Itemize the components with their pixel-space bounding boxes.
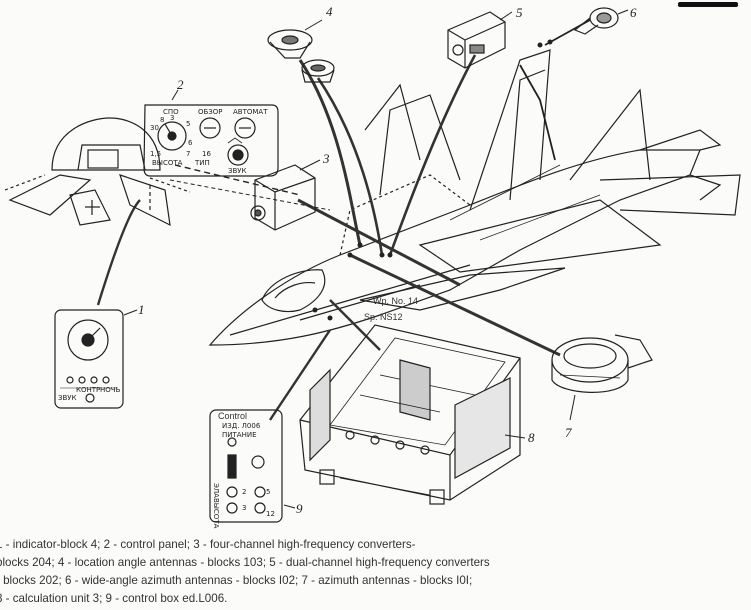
- azimuth-antenna: [551, 334, 653, 393]
- label-obzor: ОБЗОР: [198, 108, 223, 116]
- dual-channel-converter: [447, 11, 506, 69]
- mount-points: [312, 39, 553, 321]
- scale-7: 16: [202, 150, 211, 158]
- block1-labels: КОНТР НОЧЬ ЗВУК: [58, 386, 121, 402]
- annotation-wp: Wp. No. 14: [373, 296, 418, 306]
- box9-num-0: 2: [242, 488, 246, 496]
- label-avtomat: АВТОМАТ: [233, 108, 268, 116]
- scale-3: 5: [186, 120, 190, 128]
- box9-num-2: 5: [266, 488, 270, 496]
- figure-caption: 1 - indicator-block 4; 2 - control panel…: [0, 536, 751, 608]
- aircraft: [208, 49, 741, 346]
- connection-cables: [96, 19, 591, 421]
- panel2-labels: СПО ОБЗОР АВТОМАТ ВЫСОТА ТИП ЗВУК 30 8 3…: [150, 108, 268, 175]
- box9-side-label: ЭЛАВЫСОТА: [212, 483, 220, 529]
- callout-9: 9: [296, 501, 303, 516]
- caption-line-4: 8 - calculation unit 3; 9 - control box …: [0, 592, 228, 605]
- annotation-sp: Sp. NS12: [364, 312, 403, 322]
- calculation-unit: [299, 324, 521, 505]
- callout-1: 1: [138, 302, 145, 317]
- indicator-block: [54, 309, 124, 409]
- callout-7: 7: [565, 425, 572, 440]
- caption-line-1: 1 - indicator-block 4; 2 - control panel…: [0, 538, 416, 551]
- block1-contr: КОНТР: [76, 386, 100, 394]
- scale-6: 7: [186, 150, 190, 158]
- block1-zvuk: ЗВУК: [58, 394, 77, 402]
- caption-line-2: blocks 204; 4 - location angle antennas …: [0, 556, 490, 569]
- scale-1: 8: [160, 116, 164, 124]
- scale-4: 6: [188, 139, 193, 147]
- caption-line-3: - blocks 202; 6 - wide-angle azimuth ant…: [0, 574, 473, 587]
- callout-3: 3: [322, 151, 330, 166]
- label-zvuk: ЗВУК: [228, 167, 247, 175]
- label-vysota: ВЫСОТА: [152, 159, 183, 167]
- label-tip: ТИП: [194, 159, 210, 167]
- callout-8: 8: [528, 430, 535, 445]
- callout-6: 6: [630, 5, 637, 20]
- annotation-control: Control: [218, 411, 247, 421]
- callout-5: 5: [516, 5, 523, 20]
- box9-labels: ИЗД. Л006 ПИТАНИЕ ЭЛАВЫСОТА 2 3 5 12: [212, 422, 275, 529]
- scale-5: 1,5: [150, 150, 161, 158]
- block1-noch: НОЧЬ: [100, 386, 121, 394]
- equipment-layout-diagram: СПО ОБЗОР АВТОМАТ ВЫСОТА ТИП ЗВУК 30 8 3…: [4, 4, 741, 529]
- callout-2: 2: [177, 77, 184, 92]
- cockpit-interior: [4, 117, 191, 227]
- scale-2: 3: [170, 114, 174, 122]
- four-channel-converter: [250, 164, 316, 231]
- box9-num-1: 3: [242, 504, 246, 512]
- callout-4: 4: [326, 4, 333, 19]
- label-spo: СПО: [163, 108, 179, 116]
- box9-subtitle: ПИТАНИЕ: [222, 431, 257, 439]
- location-angle-antennas: [267, 29, 335, 83]
- wide-angle-azimuth-antenna: [573, 7, 619, 35]
- callout-numbers: 1 2 3 4 5 6 7 8 9: [123, 4, 637, 516]
- box9-title: ИЗД. Л006: [222, 422, 261, 430]
- box9-num-3: 12: [266, 510, 275, 518]
- scale-0: 30: [150, 124, 159, 132]
- redaction-bar: [678, 2, 738, 7]
- control-box: [209, 409, 283, 523]
- control-panel: [143, 104, 279, 177]
